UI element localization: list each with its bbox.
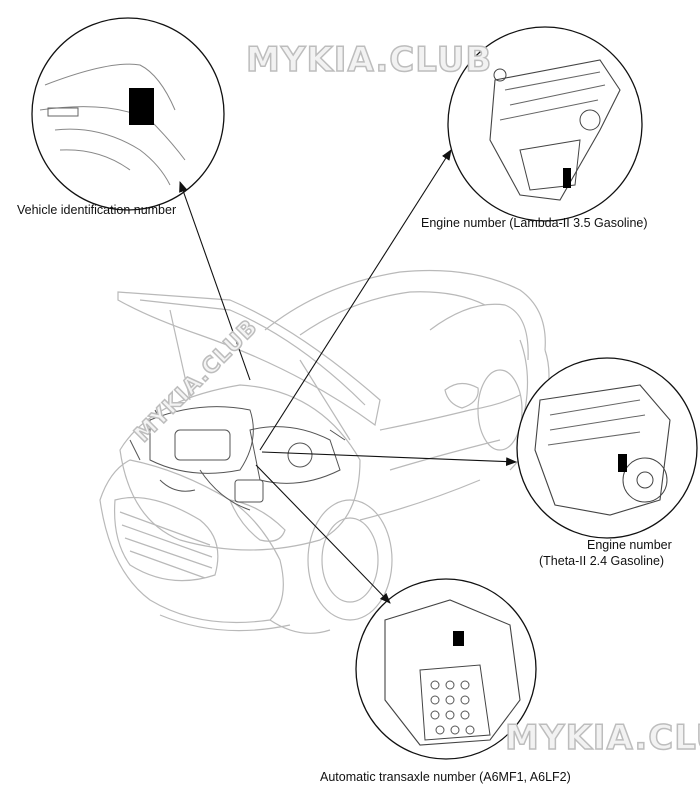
engine-number-marker xyxy=(563,168,571,188)
vin-detail-circle xyxy=(31,17,225,211)
engine-theta-arrow xyxy=(261,451,518,467)
engine-bay-parts xyxy=(129,406,346,511)
transaxle-number-marker xyxy=(453,631,464,646)
engine-lambda-arrow xyxy=(259,149,452,451)
watermark-top: MYKIA.CLUB xyxy=(245,39,493,81)
vin-label: Vehicle identification number xyxy=(17,203,177,217)
transaxle-label: Automatic transaxle number (A6MF1, A6LF2… xyxy=(320,770,571,784)
vin-arrow xyxy=(179,180,251,381)
engine-theta-label-line1: Engine number xyxy=(587,538,672,552)
car-illustration xyxy=(99,269,550,634)
transaxle-circle xyxy=(355,578,537,760)
engine-theta-label-line2: (Theta-II 2.4 Gasoline) xyxy=(539,554,665,568)
engine-number-marker xyxy=(618,454,627,472)
vin-plate-marker xyxy=(129,88,154,125)
leader-lines xyxy=(179,149,518,604)
transaxle-arrow xyxy=(255,464,391,604)
engine-theta-circle xyxy=(516,357,698,539)
engine-lambda-circle xyxy=(447,26,643,222)
engine-lambda-label: Engine number (Lambda-II 3.5 Gasoline) xyxy=(421,216,648,230)
watermark-bottom: MYKIA.CLUB xyxy=(504,717,700,759)
